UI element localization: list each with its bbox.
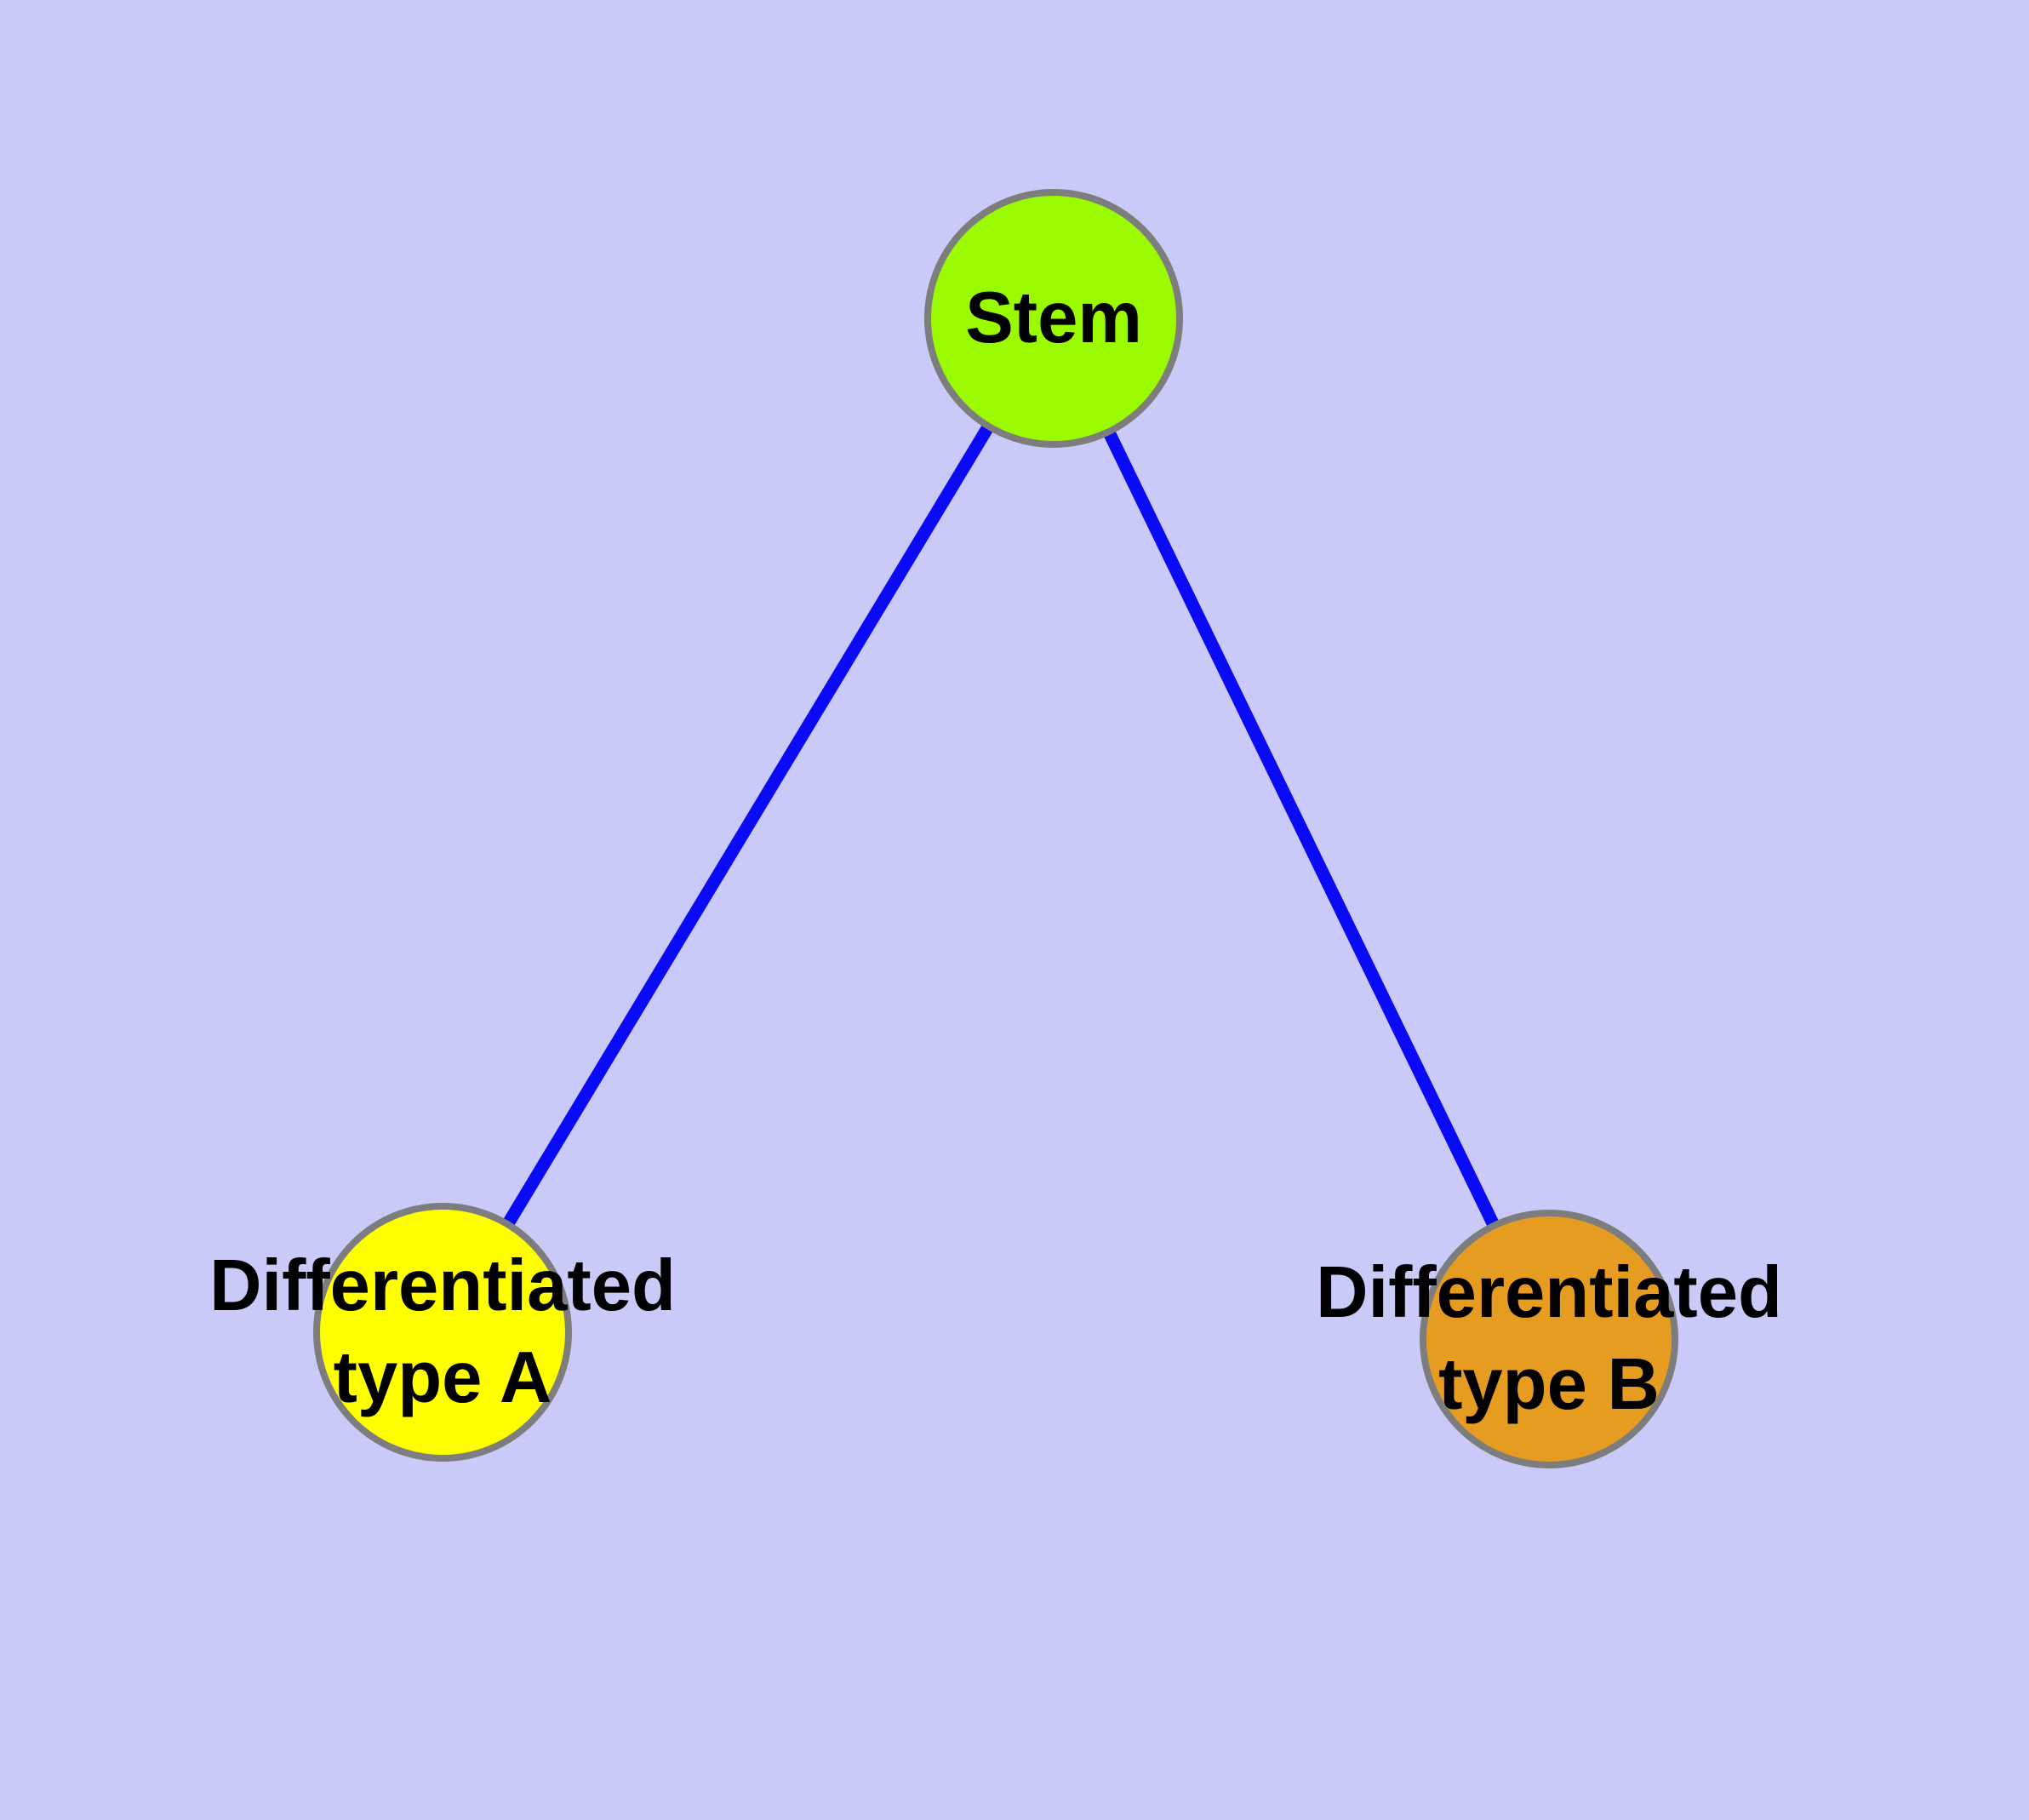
node-stem[interactable]: Stem [924,189,1183,448]
node-differentiated-type-a[interactable]: Differentiated type A [209,1203,676,1462]
node-stem-label: Stem [965,278,1142,358]
edge-stem-typeB[interactable] [1048,315,1555,1342]
edge-stem-typeA[interactable] [437,315,1060,1336]
node-differentiated-type-b[interactable]: Differentiated type B [1316,1210,1782,1468]
